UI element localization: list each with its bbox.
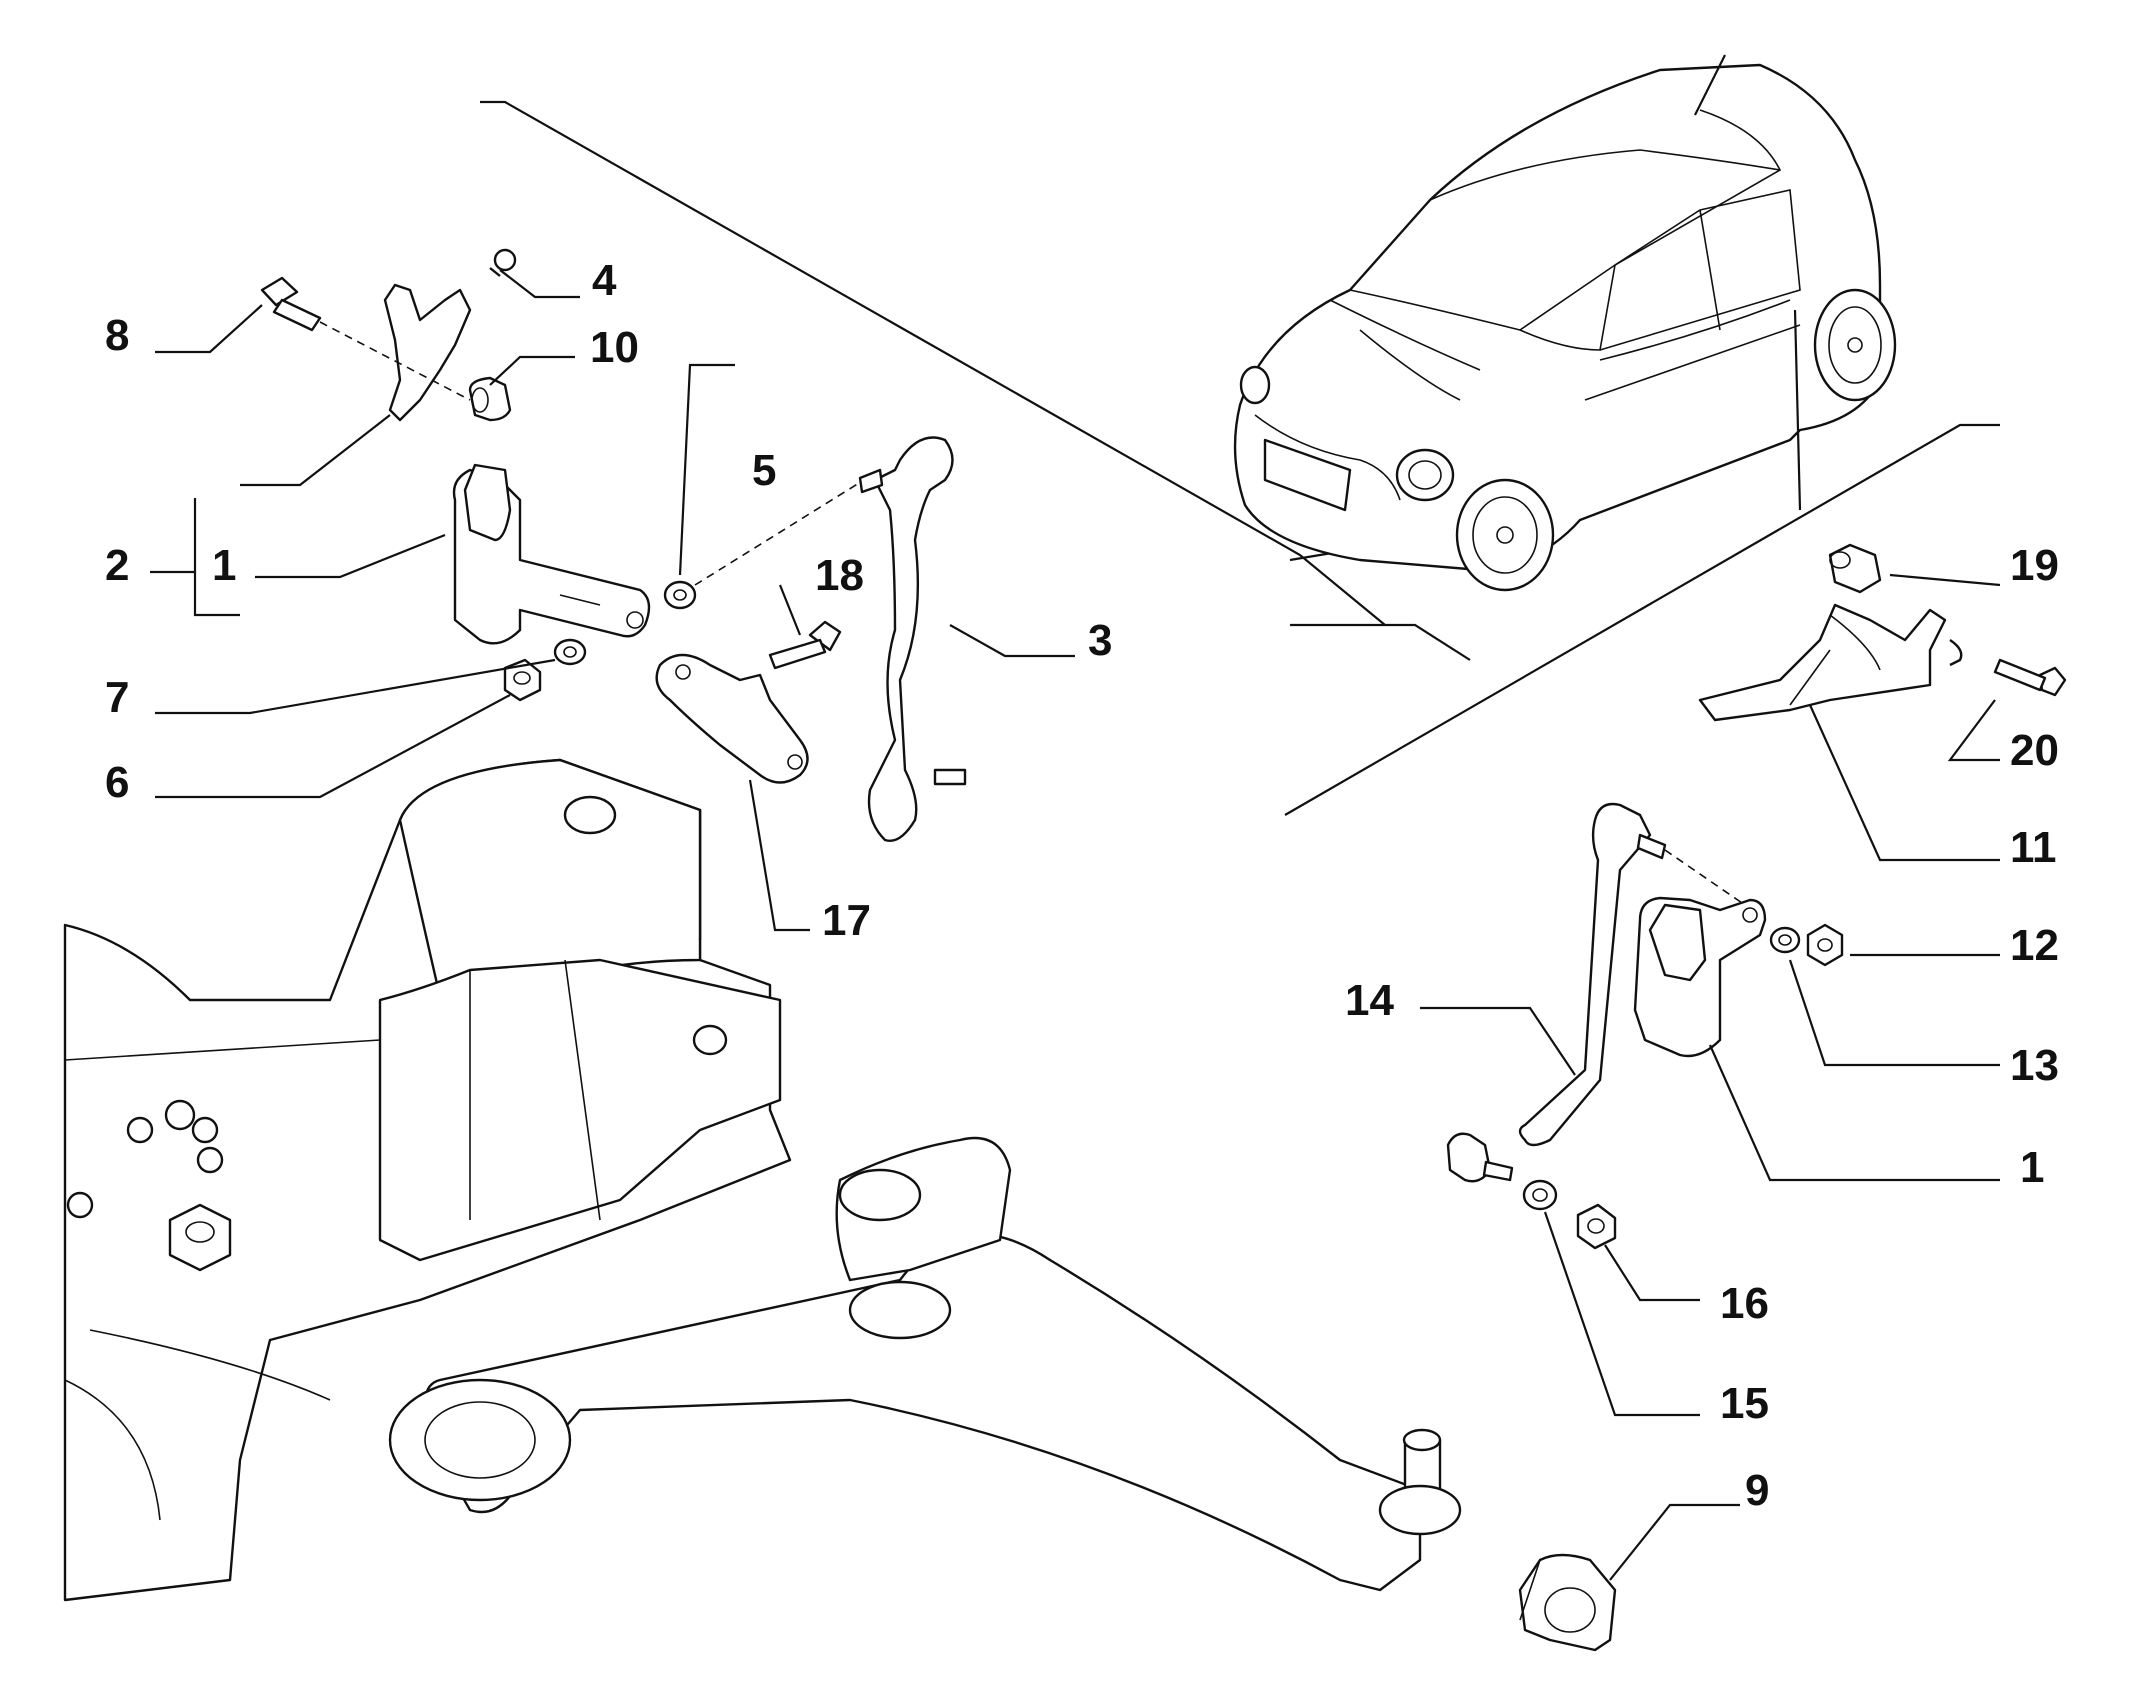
callout-19: 19: [2010, 541, 2059, 590]
callout-6: 6: [105, 758, 129, 807]
callout-17: 17: [822, 896, 871, 945]
callout-18: 18: [815, 551, 864, 600]
callout-5: 5: [752, 446, 776, 495]
callout-12: 12: [2010, 921, 2059, 970]
leader-lines: [150, 269, 2001, 1581]
callout-1-right: 1: [2020, 1143, 2044, 1192]
callout-1-left: 1: [212, 541, 236, 590]
subframe-and-control-arm: [63, 758, 1462, 1602]
callout-2: 2: [105, 541, 129, 590]
callout-16: 16: [1720, 1279, 1769, 1328]
callout-10: 10: [590, 323, 639, 372]
callout-7: 7: [105, 673, 129, 722]
callout-15: 15: [1720, 1379, 1769, 1428]
left-sensor-assembly: [260, 248, 967, 842]
callout-13: 13: [2010, 1041, 2059, 1090]
right-sensor-assembly: [1446, 543, 2067, 1652]
callout-14: 14: [1345, 976, 1394, 1025]
callout-11: 11: [2010, 823, 2057, 872]
section-divider-lines: [480, 100, 2000, 816]
callout-labels: 8 4 10 5 2 1 18 3 7 6 17 19 20 11 12 14 …: [105, 256, 2059, 1515]
callout-3: 3: [1088, 616, 1112, 665]
callout-4: 4: [592, 256, 617, 305]
callout-9: 9: [1745, 1466, 1769, 1515]
callout-20: 20: [2010, 726, 2059, 775]
callout-8: 8: [105, 311, 129, 360]
car-illustration: [1233, 54, 1897, 592]
